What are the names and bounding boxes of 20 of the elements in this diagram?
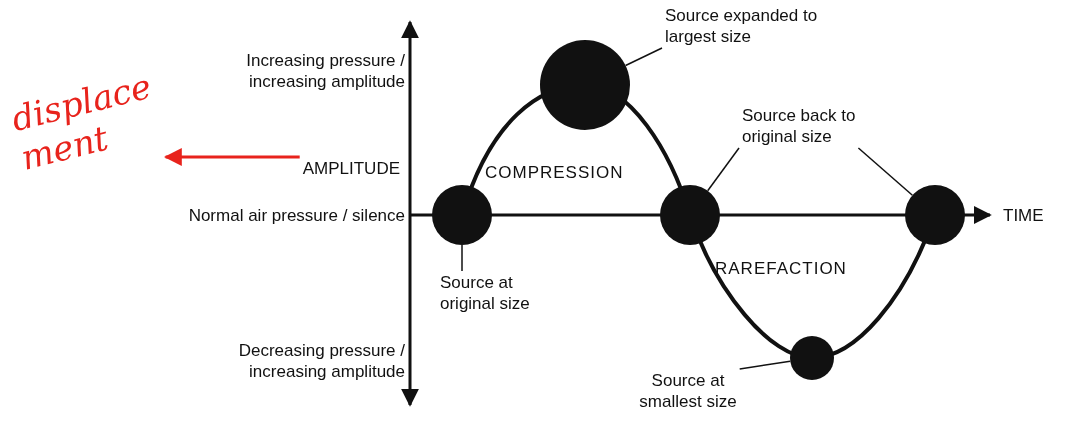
region-label: COMPRESSION [485,162,625,183]
annotation-label: Source at smallest size [628,370,748,412]
source-circle [790,336,834,380]
leader-line [857,147,914,196]
axis-label: Normal air pressure / silence [187,205,405,226]
axis-label: TIME [1003,205,1045,226]
source-circle [905,185,965,245]
leader-line [461,244,463,272]
axis-label: AMPLITUDE [255,158,400,179]
leader-line [706,147,740,192]
annotation-label: Source back to original size [742,105,892,147]
leader-line [624,47,663,67]
axis-label: Increasing pressure / increasing amplitude [245,50,405,92]
arrow [163,148,300,166]
leader-line [738,360,791,370]
axis-label: Decreasing pressure / increasing amplitude [237,340,405,382]
handwritten-note: displace ment [7,66,163,178]
annotation-label: Source at original size [440,272,565,314]
region-label: RAREFACTION [715,258,848,279]
annotation-label: Source expanded to largest size [665,5,825,47]
